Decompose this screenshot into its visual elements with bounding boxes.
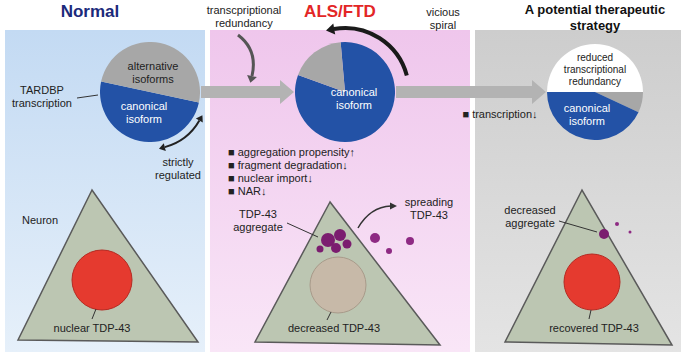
pie-chart: reduced transcriptional redundancy canoni… [547,44,643,140]
annotation-label: decreased TDP-43 [284,322,384,335]
sector-label: canonical isoform [116,100,172,126]
block-arrow [396,80,546,104]
aggregate-dot [386,248,392,254]
aggregate-dot [370,233,380,243]
neuron-body [18,190,198,342]
aggregate-dot [599,229,609,239]
annotation-label: vicious spiral [416,6,470,32]
aggregate-dot [331,243,341,253]
annotation-label: nuclear TDP-43 [44,322,140,335]
pie-sector [298,42,345,92]
edge-label: ■ transcription↓ [452,108,548,121]
curved-arrow [358,206,391,228]
panel-ground [5,30,205,352]
nucleus [72,250,132,310]
annotation-label: TARDBP transcription [6,84,78,110]
pie-chart: canonical isoform [295,42,395,142]
pie-sector [295,42,395,142]
panel-title: ALS/FTD [295,2,385,22]
leader-line [559,221,597,232]
connector [201,80,294,104]
leader-line [77,95,98,98]
pie-chart: alternative isoforms canonical isoform [100,42,200,142]
curved-arrow [238,35,253,76]
pie-shape [100,42,200,142]
arrow-head [390,203,397,210]
sector-label: alternative isoforms [120,60,186,86]
annotation-label: recovered TDP-43 [544,322,644,335]
sector-label: reduced transcriptional redundancy [557,52,633,88]
annotation-label: ■ NAR↓ [228,185,398,198]
aggregate [317,229,352,253]
panel-ground [210,30,470,352]
annotation-label: decreased aggregate [494,204,566,230]
sector-label: canonical isoform [559,102,615,128]
sector-label: canonical isoform [323,86,385,112]
arrow-head [247,75,257,83]
aggregate-dot [629,231,632,234]
aggregate-dot [343,240,352,249]
connector [396,80,546,104]
arrow-head [159,143,166,151]
aggregate-dot [317,246,324,253]
aggregate-dot [406,237,414,245]
leader-line [327,312,331,320]
annotation-label: strictly regulated [150,156,206,182]
leader-line [589,310,591,319]
block-arrow [201,80,294,104]
pie-sector [547,92,639,140]
panel: Normalalternative isoformscanonical isof… [5,30,205,352]
annotation-label: TDP-43 aggregate [226,208,290,234]
annotation-label: spreading TDP-43 [398,196,460,222]
arrow-head [196,115,203,122]
panel: A potential therapeutic strategyreduced … [475,30,681,352]
annotation-label: ■ nuclear import↓ [228,172,398,185]
aggregate-dot [334,229,346,241]
annotation-label: ■ aggregation propensity↑ [228,146,398,159]
panel-title: Normal [45,2,135,22]
annotation-label: ■ fragment degradation↓ [228,159,398,172]
edge-label: transcpriptional redundancy [194,4,294,30]
aggregate-dot [615,222,619,226]
pie-sector [547,44,643,92]
arrow-head [326,24,335,35]
leader-line [287,223,318,237]
nucleus [310,257,366,313]
panel-ground [475,30,681,352]
pie-sector [101,42,200,102]
leader-line [92,309,96,319]
spreading-dots [370,233,414,254]
nucleus [564,254,620,310]
annotation-label: Neuron [18,214,62,227]
panel-title: A potential therapeutic strategy [513,2,677,34]
